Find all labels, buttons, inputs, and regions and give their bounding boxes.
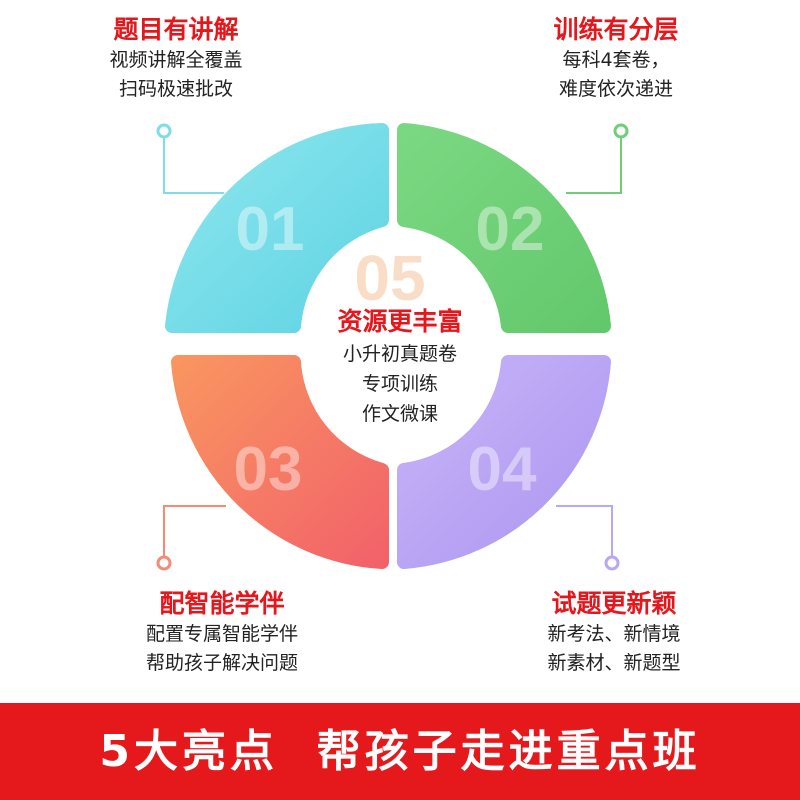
segment-02-shape [397, 123, 611, 333]
callout-02-line-1: 每科4套卷， [562, 49, 670, 71]
callout-01-line-2: 扫码极速批改 [118, 78, 233, 100]
callout-02: 训练有分层 每科4套卷， 难度依次递进 [496, 14, 736, 104]
callout-04: 试题更新颖 新考法、新情境 新素材、新题型 [494, 588, 734, 678]
callout-01-line-1: 视频讲解全覆盖 [109, 49, 243, 71]
segment-02-number: 02 [476, 195, 545, 264]
connector-03-dot [156, 555, 172, 571]
callout-01: 题目有讲解 视频讲解全覆盖 扫码极速批改 [56, 14, 296, 104]
segment-01-number: 01 [236, 195, 305, 264]
segment-01-shape [165, 123, 389, 333]
connector-01-dot [156, 123, 172, 139]
center-block: 资源更丰富 小升初真题卷 专项训练 作文微课 [280, 305, 520, 429]
connector-03 [156, 505, 226, 571]
center-line-1: 小升初真题卷 [342, 343, 457, 365]
banner-slogan: 5大亮点 帮孩子走进重点班 [99, 725, 701, 777]
center-line-3: 作文微课 [361, 403, 438, 425]
connector-01 [156, 123, 224, 194]
segment-04-shape [397, 355, 611, 569]
connector-04 [556, 505, 620, 571]
segment-04-number: 04 [468, 435, 537, 504]
callout-03-title: 配智能学伴 [159, 589, 285, 618]
segment-03-shape [171, 355, 389, 569]
callout-01-title: 题目有讲解 [113, 15, 239, 44]
callout-04-title: 试题更新颖 [551, 589, 677, 618]
center-line-2: 专项训练 [361, 373, 438, 395]
callout-02-title: 训练有分层 [553, 15, 679, 44]
callout-04-line-2: 新素材、新题型 [547, 652, 681, 674]
connector-02-dot [613, 123, 629, 139]
connector-04-dot [604, 555, 620, 571]
bottom-banner: 5大亮点 帮孩子走进重点班 [0, 703, 800, 800]
callout-03: 配智能学伴 配置专属智能学伴 帮助孩子解决问题 [102, 588, 342, 678]
callout-04-line-1: 新考法、新情境 [547, 623, 681, 645]
connector-02 [566, 123, 629, 194]
callout-02-line-2: 难度依次递进 [558, 78, 673, 100]
center-number: 05 [354, 242, 425, 314]
callout-03-line-2: 帮助孩子解决问题 [145, 652, 298, 674]
callout-03-line-1: 配置专属智能学伴 [145, 623, 298, 645]
center-title: 资源更丰富 [337, 307, 463, 336]
segment-03-number: 03 [234, 435, 303, 504]
